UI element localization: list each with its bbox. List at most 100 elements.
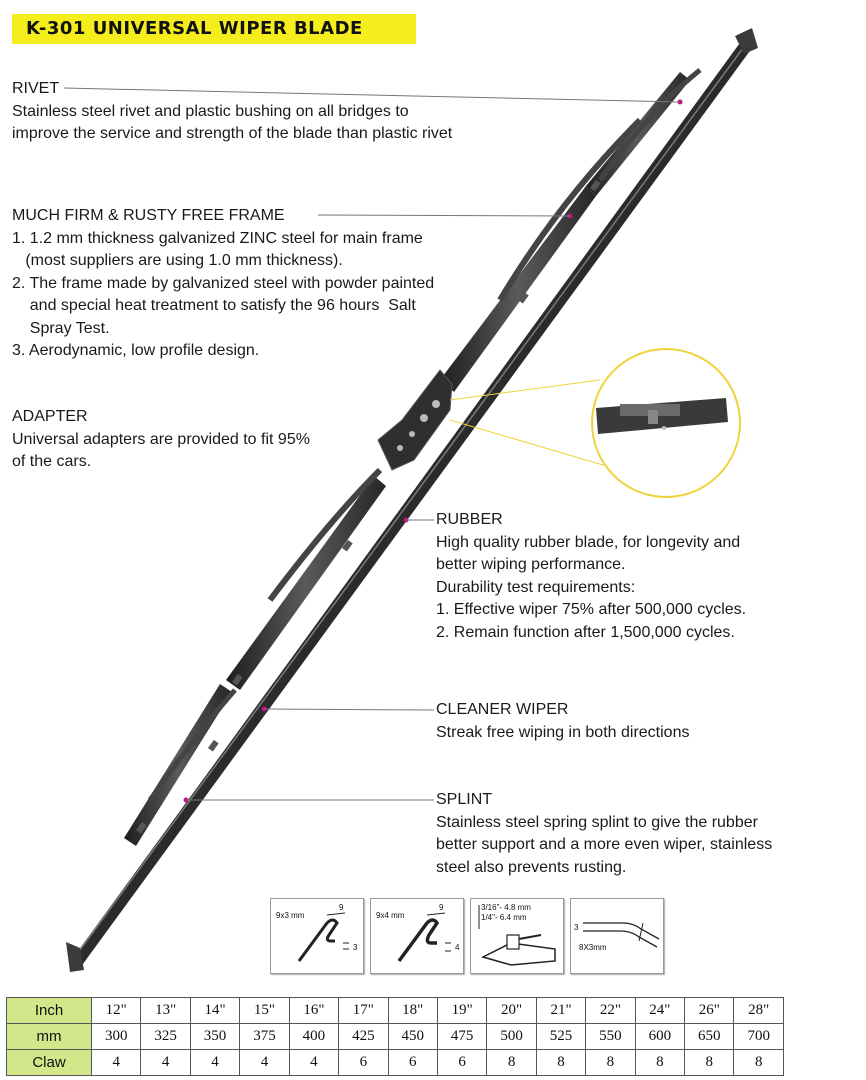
pin-adapter-icon [478, 905, 556, 966]
rubber-section: RUBBER High quality rubber blade, for lo… [436, 509, 746, 644]
inch-cell: 21" [535, 997, 587, 1024]
inch-cell: 18" [387, 997, 438, 1024]
frame-desc-line: and special heat treatment to satisfy th… [12, 297, 416, 314]
adapter-diagram-bayonet: 3 8X3mm [570, 898, 664, 974]
adapter-diagram-9x3: 9x3 mm 9 3 [270, 898, 364, 974]
diagram-top-value: 9 [439, 903, 444, 912]
claw-cell: 4 [140, 1049, 191, 1076]
inch-cell: 22" [585, 997, 636, 1024]
diagram-top-value: 9 [339, 903, 344, 912]
frame-lower-arch2 [147, 688, 237, 802]
splint-heading: SPLINT [436, 791, 493, 808]
rivet-desc-line: improve the service and strength of the … [12, 125, 453, 142]
inch-cell: 15" [239, 997, 290, 1024]
title-banner: K-301 UNIVERSAL WIPER BLADE [12, 14, 416, 44]
hook-9x4-icon [397, 912, 451, 963]
mm-cell: 450 [387, 1023, 438, 1050]
row-header-claw: Claw [6, 1049, 92, 1076]
adapter-diagram-pin: 3/16"- 4.8 mm 1/4"- 6.4 mm [470, 898, 564, 974]
frame-heading: MUCH FIRM & RUSTY FREE FRAME [12, 207, 285, 224]
mm-cell: 375 [239, 1023, 290, 1050]
rubber-desc-line: 1. Effective wiper 75% after 500,000 cyc… [436, 601, 747, 618]
blade-tip-lower [66, 942, 84, 972]
mm-cell: 525 [535, 1023, 587, 1050]
mm-cell: 350 [189, 1023, 241, 1050]
blade-tip-upper [735, 28, 758, 54]
frame-desc-line: 1. 1.2 mm thickness galvanized ZINC stee… [12, 229, 423, 247]
blade-edge [73, 43, 747, 959]
claw-cell: 6 [338, 1049, 389, 1076]
diagram-label-b: 1/4"- 6.4 mm [481, 913, 527, 922]
splint-desc-line: Stainless steel spring splint to give th… [436, 813, 758, 831]
claw-cell: 8 [684, 1049, 735, 1076]
claw-cell: 8 [733, 1049, 784, 1076]
row-header-mm: mm [6, 1023, 92, 1050]
claw-cell: 8 [535, 1049, 587, 1076]
page-title: K-301 UNIVERSAL WIPER BLADE [26, 18, 363, 39]
mm-cell: 325 [140, 1023, 191, 1050]
rubber-desc-line: Durability test requirements: [436, 578, 636, 596]
mm-cell: 700 [733, 1023, 784, 1050]
cleaner-leader [263, 708, 435, 711]
frame-desc-line: 3. Aerodynamic, low profile design. [12, 342, 260, 359]
cleaner-desc-line: Streak free wiping in both directions [436, 723, 690, 741]
inch-cell: 20" [486, 997, 537, 1024]
mm-cell: 550 [585, 1023, 636, 1050]
mm-cell: 500 [486, 1023, 537, 1050]
inch-cell: 12" [90, 997, 142, 1024]
frame-desc-line: 2. The frame made by galvanized steel wi… [12, 274, 435, 292]
diagram-side-value: 4 [455, 943, 460, 952]
cleaner-heading: CLEANER WIPER [436, 701, 569, 718]
frame-lower-arch [267, 467, 383, 602]
bayonet-icon [583, 922, 660, 948]
rivet-leader [63, 87, 681, 103]
mm-cell: 650 [684, 1023, 735, 1050]
frame-desc-line: (most suppliers are using 1.0 mm thickne… [12, 252, 343, 269]
wiper-blade-illustration [63, 28, 758, 972]
inch-cell: 26" [684, 997, 735, 1024]
claw-cell: 4 [239, 1049, 290, 1076]
mm-row: mm 300 325 350 375 400 425 450 475 500 5… [6, 1023, 784, 1050]
adapter-heading: ADAPTER [12, 408, 88, 425]
adapter-desc-line: Universal adapters are provided to fit 9… [12, 430, 310, 448]
frame-upper-arch2 [597, 68, 702, 182]
rubber-desc-line: High quality rubber blade, for longevity… [436, 533, 741, 551]
claw-cell: 8 [585, 1049, 636, 1076]
rivet-heading: RIVET [12, 80, 60, 97]
diagram-label: 9x3 mm [276, 911, 305, 920]
hook-9x3-icon [297, 912, 349, 962]
claw-cell: 8 [634, 1049, 686, 1076]
diagram-label-a: 3/16"- 4.8 mm [481, 903, 531, 912]
adapter-section: ADAPTER Universal adapters are provided … [12, 406, 310, 474]
rubber-desc-line: better wiping performance. [436, 556, 626, 573]
size-table: Inch 12" 13" 14" 15" 16" 17" 18" 19" 20"… [6, 997, 784, 1076]
diagram-side-value: 3 [353, 943, 358, 952]
mm-cell: 400 [288, 1023, 340, 1050]
adapter-diagram-9x4: 9x4 mm 9 4 [370, 898, 464, 974]
splint-desc-line: better support and a more even wiper, st… [436, 836, 773, 853]
frame-lower [226, 476, 386, 690]
claw-row: Claw 4 4 4 4 4 6 6 6 8 8 8 8 8 8 [6, 1049, 784, 1076]
mm-cell: 300 [90, 1023, 142, 1050]
mm-cell: 475 [436, 1023, 488, 1050]
splint-desc-line: steel also prevents rusting. [436, 858, 627, 876]
inch-cell: 19" [436, 997, 488, 1024]
claw-cell: 4 [90, 1049, 142, 1076]
frame-upper-arch [497, 117, 643, 302]
frame-desc-line: Spray Test. [12, 319, 110, 337]
frame-upper [440, 186, 596, 392]
rivet-desc-line: Stainless steel rivet and plastic bushin… [12, 102, 409, 120]
rubber-heading: RUBBER [436, 511, 503, 528]
claw-cell: 6 [387, 1049, 438, 1076]
adapter-desc-line: of the cars. [12, 453, 92, 470]
inch-cell: 13" [140, 997, 191, 1024]
claw-cell: 6 [436, 1049, 488, 1076]
claw-cell: 8 [486, 1049, 537, 1076]
adapter-zoom-detail [449, 348, 741, 498]
claw-cell: 4 [288, 1049, 340, 1076]
splint-section: SPLINT Stainless steel spring splint to … [436, 789, 772, 879]
mm-cell: 600 [634, 1023, 686, 1050]
cleaner-section: CLEANER WIPER Streak free wiping in both… [436, 699, 689, 744]
frame-leader [317, 214, 571, 217]
blade-spine [70, 40, 752, 968]
